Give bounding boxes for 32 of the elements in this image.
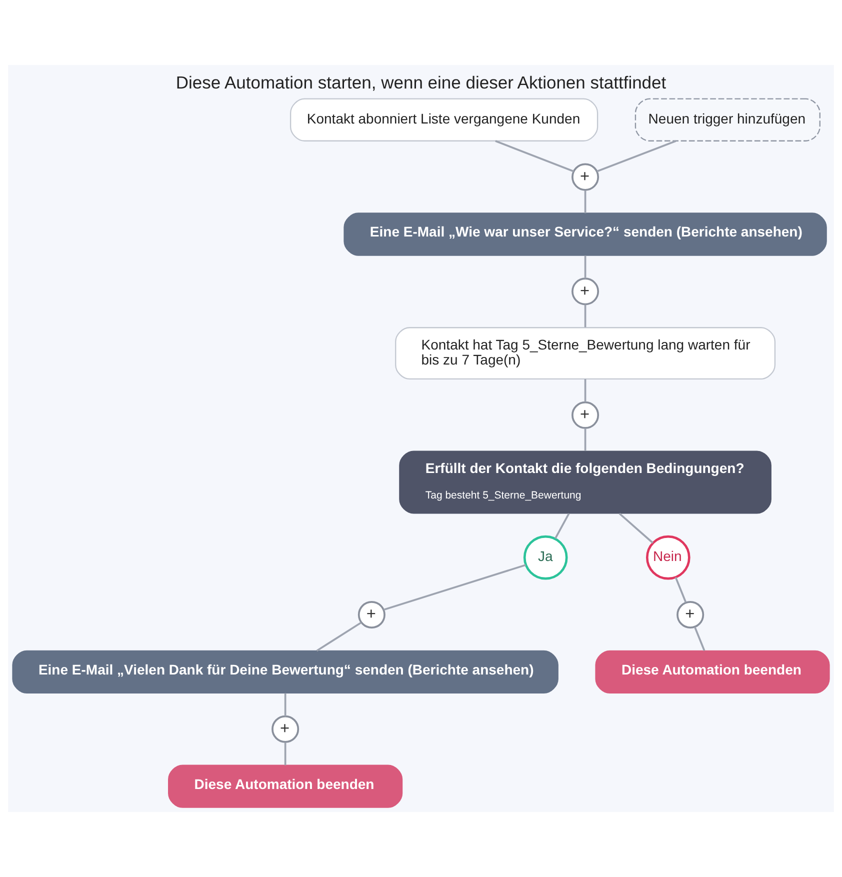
node-box: Diese Automation beenden xyxy=(168,764,403,808)
node-box: Diese Automation beenden xyxy=(595,650,830,694)
node-circle: + xyxy=(572,163,600,191)
node-circle: + xyxy=(358,600,386,629)
node-box: Kontakt abonniert Liste vergangene Kunden xyxy=(290,98,598,142)
node-circle: + xyxy=(272,715,300,743)
connector xyxy=(554,513,570,539)
connector xyxy=(284,742,286,766)
connector xyxy=(694,626,706,651)
node-box: Neuen trigger hinzufügen xyxy=(634,98,820,142)
node-circle: Nein xyxy=(646,535,690,580)
connector xyxy=(495,140,574,172)
node-box: Eine E-Mail „Wie war unser Service?“ senden (Berichte ansehen) xyxy=(344,212,827,256)
node-box: Eine E-Mail „Vielen Dank für Deine Bewertung“ senden (Berichte ansehen) xyxy=(12,650,558,694)
node-circle: + xyxy=(676,600,704,629)
connector xyxy=(584,428,586,451)
connector xyxy=(618,512,654,544)
connector xyxy=(316,622,362,652)
node-circle: + xyxy=(572,278,600,306)
diagram-title: Diese Automation starten, wenn eine dieser Aktionen stattfindet xyxy=(176,72,666,92)
connector xyxy=(584,304,586,328)
node-box: Kontakt hat Tag 5_Sterne_Bewertung lang warten für bis zu 7 Tage(n) xyxy=(395,327,776,380)
connector xyxy=(674,576,687,603)
connector xyxy=(584,256,586,278)
node-circle: + xyxy=(572,401,600,429)
connector xyxy=(383,564,526,611)
connector xyxy=(284,693,286,716)
node-circle: Ja xyxy=(523,535,568,580)
node-box: Erfüllt der Kontakt die folgenden Bedingungen? Tag besteht 5_Sterne_Bewertung xyxy=(399,450,772,514)
connector xyxy=(584,379,586,402)
connector xyxy=(584,190,586,214)
connector xyxy=(596,140,676,172)
